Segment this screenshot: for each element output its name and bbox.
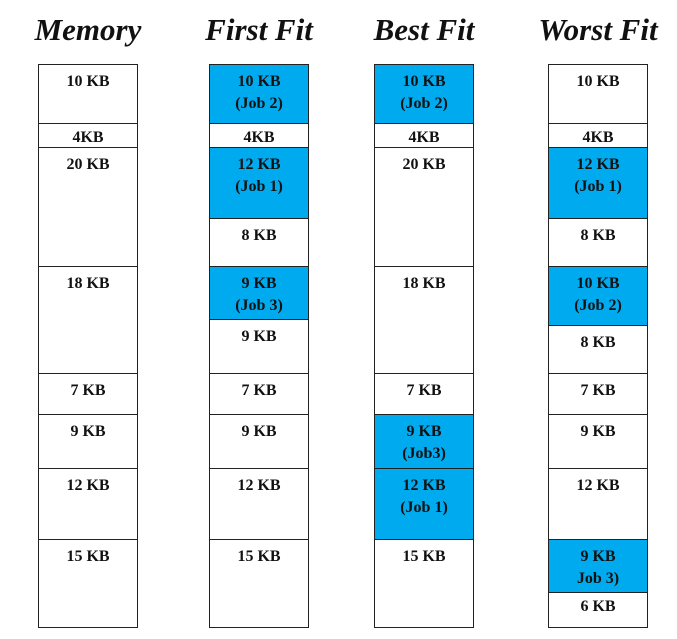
block-size-label: 10 KB (576, 274, 620, 292)
free-block: 7 KB (549, 372, 647, 415)
block-job-label: (Job 1) (574, 178, 622, 196)
column-title-memory: Memory (34, 12, 142, 47)
block-size-label: 8 KB (580, 334, 616, 352)
block-size-label: 12 KB (237, 156, 281, 174)
free-block: 15 KB (375, 538, 473, 628)
block-size-label: 6 KB (580, 598, 616, 616)
block-job-label: (Job 2) (574, 296, 622, 314)
allocated-block: 12 KB (Job 1) (375, 467, 473, 539)
free-block: 8 KB (549, 218, 647, 266)
block-size-label: 4KB (72, 129, 104, 147)
block-job-label: (Job 2) (235, 95, 283, 112)
free-block: 18 KB (39, 265, 137, 373)
block-size-label: 12 KB (66, 476, 110, 494)
block-job-label: (Job 1) (400, 498, 448, 516)
block-size-label: 8 KB (580, 227, 616, 245)
block-size-label: 10 KB (402, 73, 446, 90)
block-size-label: 10 KB (237, 73, 281, 90)
block-size-label: 8 KB (241, 227, 277, 245)
block-job-label: (Job3) (402, 445, 446, 463)
block-job-label: (Job 3) (235, 296, 283, 314)
block-size-label: 12 KB (402, 476, 446, 494)
free-block: 20 KB (375, 147, 473, 266)
free-block: 15 KB (210, 538, 308, 628)
block-size-label: 7 KB (70, 381, 106, 399)
block-size-label: 20 KB (402, 156, 446, 174)
block-size-label: 12 KB (237, 476, 281, 494)
allocated-block: 9 KB Job 3) (549, 538, 647, 593)
free-block: 12 KB (39, 467, 137, 539)
block-size-label: 4KB (243, 129, 275, 147)
free-block: 12 KB (549, 467, 647, 539)
allocated-block: 9 KB (Job 3) (210, 265, 308, 320)
worst-fit-column: 10 KB 4KB 12 KB (Job 1) 8 KB 10 KB (Job 2) 8 KB… (548, 64, 648, 628)
allocated-block: 10 KB (Job 2) (375, 64, 473, 124)
free-block: 9 KB (549, 414, 647, 467)
column-title-worst-fit: Worst Fit (538, 12, 658, 47)
block-job-label: (Job 1) (235, 178, 283, 196)
column-title-best-fit: Best Fit (373, 12, 475, 47)
block-size-label: 7 KB (241, 381, 277, 399)
block-size-label: 9 KB (241, 328, 277, 346)
free-block: 6 KB (549, 592, 647, 628)
free-block: 7 KB (39, 372, 137, 415)
block-size-label: 9 KB (241, 274, 277, 292)
block-size-label: 12 KB (576, 476, 620, 494)
block-size-label: 20 KB (66, 156, 110, 174)
free-block: 15 KB (39, 538, 137, 628)
block-size-label: 9 KB (406, 423, 442, 441)
block-size-label: 15 KB (66, 547, 110, 565)
block-size-label: 9 KB (580, 547, 616, 565)
free-block: 18 KB (375, 265, 473, 373)
free-block: 10 KB (549, 64, 647, 123)
block-size-label: 7 KB (580, 381, 616, 399)
block-size-label: 15 KB (402, 547, 446, 565)
free-block: 4KB (210, 123, 308, 147)
free-block: 4KB (375, 123, 473, 147)
block-size-label: 4KB (582, 129, 614, 147)
first-fit-column: 10 KB (Job 2) 4KB 12 KB (Job 1) 8 KB 9 KB (Job … (209, 64, 309, 628)
allocated-block: 12 KB (Job 1) (549, 147, 647, 219)
block-size-label: 9 KB (70, 423, 106, 441)
best-fit-column: 10 KB (Job 2) 4KB 20 KB 18 KB 7 KB 9 KB (Job3) 1… (374, 64, 474, 628)
block-size-label: 7 KB (406, 381, 442, 399)
free-block: 8 KB (549, 325, 647, 373)
block-size-label: 4KB (408, 129, 440, 147)
free-block: 7 KB (375, 372, 473, 415)
free-block: 12 KB (210, 467, 308, 539)
block-job-label: (Job 2) (400, 95, 448, 112)
allocated-block: 9 KB (Job3) (375, 414, 473, 468)
block-size-label: 18 KB (66, 274, 110, 292)
free-block: 8 KB (210, 218, 308, 266)
block-size-label: 18 KB (402, 274, 446, 292)
allocated-block: 10 KB (Job 2) (549, 265, 647, 326)
memory-column: 10 KB 4KB 20 KB 18 KB 7 KB 9 KB 12 KB 15 KB (38, 64, 138, 628)
free-block: 4KB (549, 123, 647, 147)
block-job-label: Job 3) (576, 569, 620, 587)
block-size-label: 15 KB (237, 547, 281, 565)
block-size-label: 10 KB (576, 73, 620, 90)
free-block: 9 KB (39, 414, 137, 467)
allocated-block: 10 KB (Job 2) (210, 64, 308, 124)
block-size-label: 12 KB (576, 156, 620, 174)
free-block: 10 KB (39, 64, 137, 123)
block-size-label: 10 KB (66, 73, 110, 90)
allocated-block: 12 KB (Job 1) (210, 147, 308, 219)
block-size-label: 9 KB (580, 423, 616, 441)
free-block: 4KB (39, 123, 137, 147)
block-size-label: 9 KB (241, 423, 277, 441)
free-block: 7 KB (210, 372, 308, 415)
column-title-first-fit: First Fit (205, 12, 313, 47)
free-block: 9 KB (210, 319, 308, 372)
free-block: 20 KB (39, 147, 137, 266)
free-block: 9 KB (210, 414, 308, 467)
